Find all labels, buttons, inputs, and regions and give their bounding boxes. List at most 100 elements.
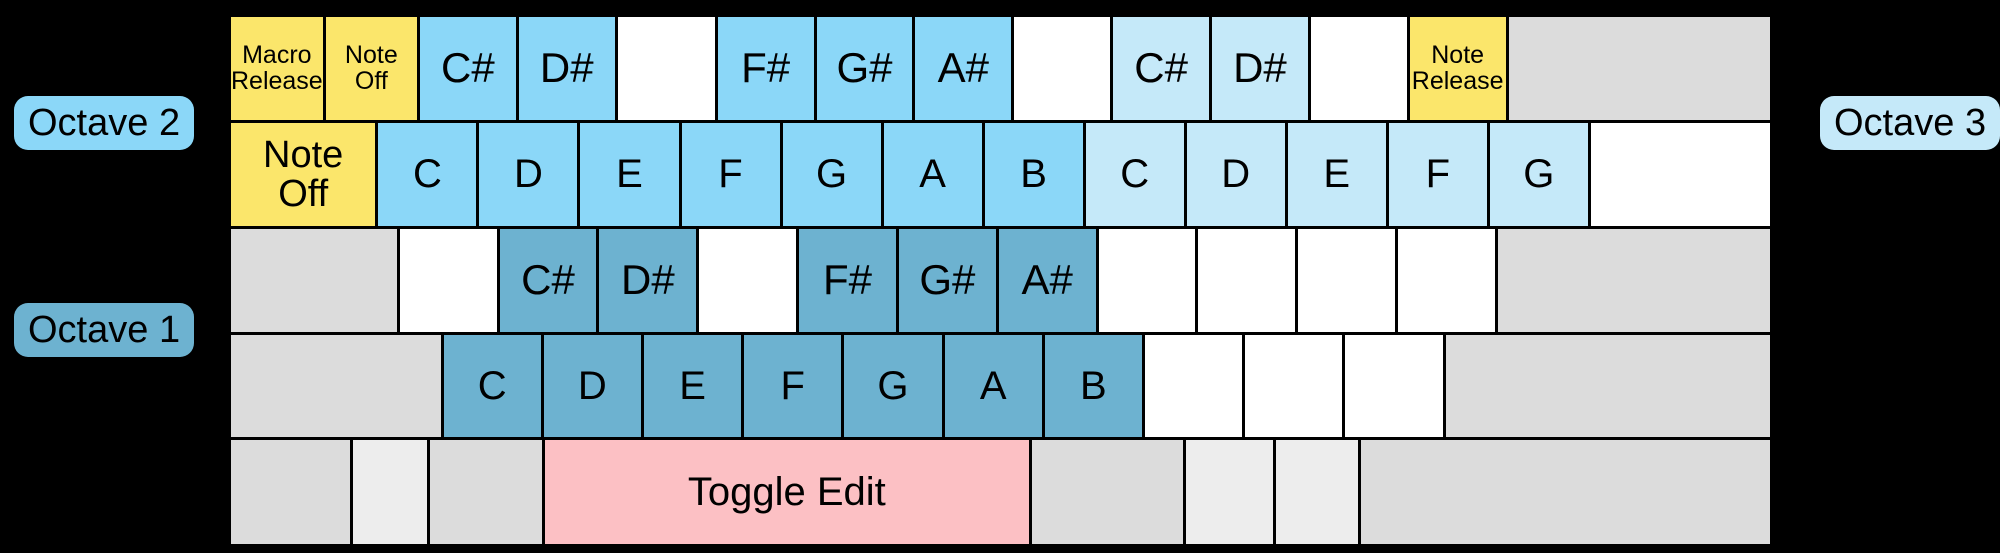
key-label: G#	[919, 256, 976, 304]
key-asdf-row-asharp[interactable]: A#	[998, 229, 1099, 335]
key-zxcv-row-blank	[1245, 335, 1346, 440]
key-space-row-blank	[430, 440, 545, 544]
key-label: G	[816, 152, 848, 197]
key-zxcv-row-f[interactable]: F	[744, 335, 845, 440]
key-zxcv-row-a[interactable]: A	[944, 335, 1045, 440]
key-asdf-row-blank	[228, 229, 400, 335]
key-qwerty-row-blank	[1590, 123, 1773, 229]
key-asdf-row-blank	[1298, 229, 1399, 335]
key-label: D#	[620, 256, 675, 304]
key-label: A#	[937, 44, 990, 92]
key-asdf-row-blank	[1497, 229, 1773, 335]
key-label: C	[412, 152, 442, 197]
key-label: D	[577, 363, 607, 408]
key-number-row-dsharp[interactable]: D#	[1212, 17, 1311, 123]
key-qwerty-row-f[interactable]: F	[681, 123, 783, 229]
key-label: A#	[1021, 256, 1073, 304]
key-asdf-row-blank	[1098, 229, 1199, 335]
key-zxcv-row-blank	[1345, 335, 1446, 440]
key-qwerty-row-e[interactable]: E	[580, 123, 682, 229]
octave-1-label: Octave 1	[14, 303, 195, 357]
key-label: C#	[521, 256, 575, 304]
key-label: F	[780, 363, 805, 408]
key-label: G	[1523, 152, 1555, 197]
key-label: F	[718, 152, 743, 197]
key-space-row-blank	[1186, 440, 1276, 544]
key-qwerty-row-a[interactable]: A	[883, 123, 985, 229]
key-asdf-row-blank	[1198, 229, 1299, 335]
key-label: F	[1425, 152, 1451, 197]
key-zxcv-row-blank	[228, 335, 444, 440]
key-asdf-row-fsharp[interactable]: F#	[799, 229, 899, 335]
key-zxcv-row-blank	[1445, 335, 1773, 440]
key-label: B	[1020, 152, 1047, 197]
key-qwerty-row-d[interactable]: D	[479, 123, 581, 229]
key-number-row-gsharp[interactable]: G#	[816, 17, 916, 123]
key-asdf-row-blank	[399, 229, 500, 335]
key-label: A	[919, 152, 946, 197]
key-qwerty-row-e[interactable]: E	[1287, 123, 1389, 229]
key-number-row-blank	[1508, 17, 1773, 123]
key-label: C	[1120, 152, 1150, 197]
key-label: E	[679, 363, 706, 408]
key-label: G#	[836, 44, 893, 92]
key-label: D	[1221, 152, 1251, 197]
key-zxcv-row-d[interactable]: D	[543, 335, 644, 440]
keyboard-row-asdf-row: C# D# F# G# A#	[228, 229, 1773, 335]
key-zxcv-row-g[interactable]: G	[844, 335, 945, 440]
key-space-row-blank	[352, 440, 431, 544]
key-number-row-blank	[1310, 17, 1410, 123]
key-zxcv-row-b[interactable]: B	[1044, 335, 1145, 440]
keyboard-row-space-row: Toggle Edit	[228, 440, 1773, 544]
key-label: C#	[1134, 44, 1188, 92]
key-number-row-fsharp[interactable]: F#	[717, 17, 817, 123]
key-label: Toggle Edit	[687, 469, 886, 514]
key-qwerty-row-c[interactable]: C	[1085, 123, 1187, 229]
key-label: G	[877, 363, 909, 408]
key-label: E	[616, 152, 643, 197]
key-number-row-dsharp[interactable]: D#	[518, 17, 618, 123]
key-label: C#	[441, 44, 495, 92]
key-asdf-row-gsharp[interactable]: G#	[898, 229, 999, 335]
key-number-row-asharp[interactable]: A#	[915, 17, 1015, 123]
key-number-row-csharp[interactable]: C#	[1113, 17, 1213, 123]
key-space-row-blank	[1360, 440, 1773, 544]
key-space-row-blank	[228, 440, 353, 544]
key-space-row-toggle-edit[interactable]: Toggle Edit	[544, 440, 1032, 544]
octave-3-label: Octave 3	[1820, 96, 2000, 150]
key-label: D#	[1233, 44, 1287, 92]
key-label: D#	[539, 44, 594, 92]
key-zxcv-row-e[interactable]: E	[643, 335, 745, 440]
key-label: A	[979, 363, 1007, 408]
key-qwerty-row-g[interactable]: G	[1489, 123, 1591, 229]
key-label: F#	[741, 44, 791, 92]
key-space-row-blank	[1031, 440, 1187, 544]
key-label: D	[513, 152, 543, 197]
key-space-row-blank	[1275, 440, 1361, 544]
key-qwerty-row-g[interactable]: G	[782, 123, 884, 229]
key-qwerty-row-d[interactable]: D	[1186, 123, 1288, 229]
key-label: B	[1080, 363, 1107, 408]
key-asdf-row-dsharp[interactable]: D#	[599, 229, 700, 335]
key-number-row-csharp[interactable]: C#	[419, 17, 519, 123]
key-label: C	[477, 363, 507, 408]
key-qwerty-row-b[interactable]: B	[984, 123, 1086, 229]
key-asdf-row-csharp[interactable]: C#	[499, 229, 600, 335]
key-zxcv-row-c[interactable]: C	[443, 335, 544, 440]
key-qwerty-row-f[interactable]: F	[1388, 123, 1490, 229]
key-asdf-row-blank	[699, 229, 800, 335]
key-qwerty-row-c[interactable]: C	[378, 123, 480, 229]
key-label: F#	[822, 256, 872, 304]
